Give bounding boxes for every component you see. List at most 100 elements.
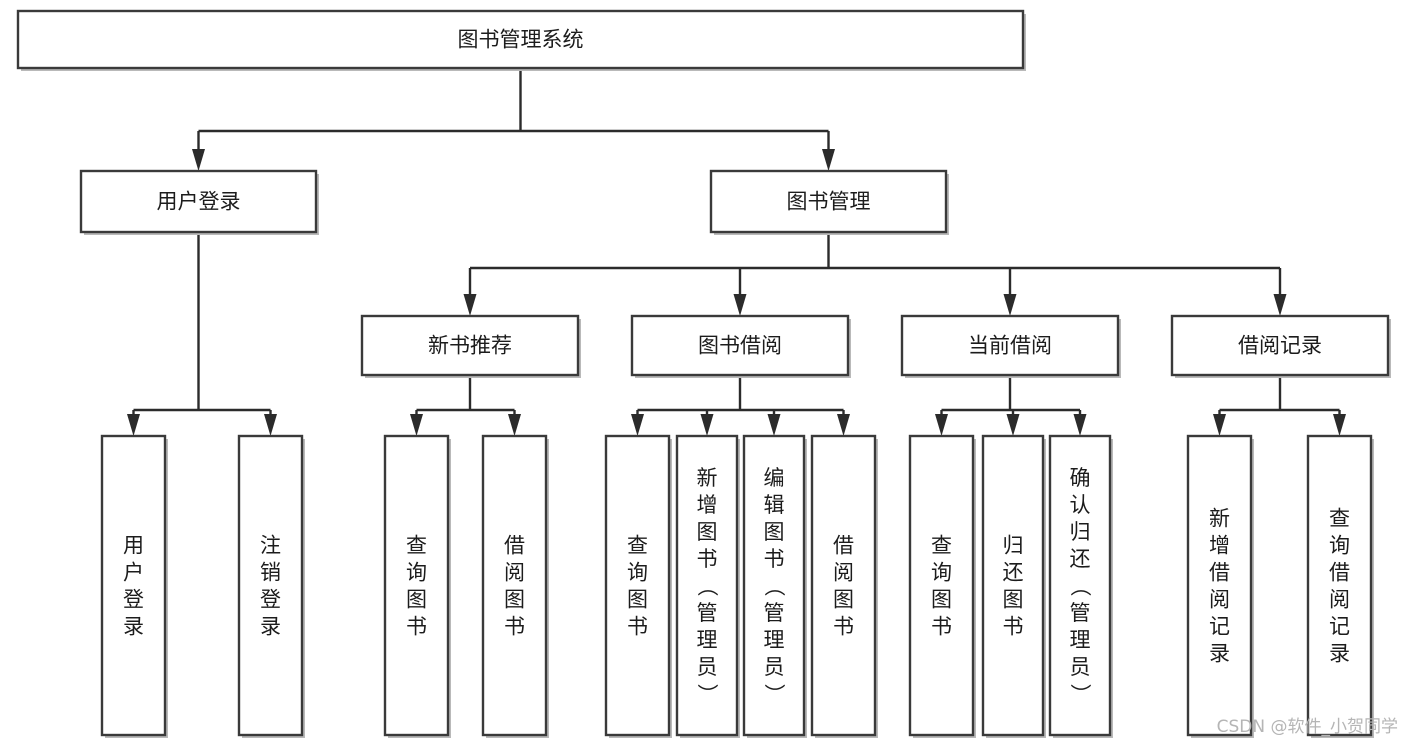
node-label-char: 查 <box>1329 507 1350 531</box>
node-label-char: 登 <box>260 588 281 612</box>
node-label-char: 员 <box>1070 655 1091 679</box>
arrow-head-icon <box>837 414 850 436</box>
node-label-char: 图 <box>1003 588 1024 612</box>
box-outline <box>1048 434 1112 737</box>
node-label-char: 管 <box>1070 601 1091 625</box>
node-label: 新书推荐 <box>428 334 512 358</box>
box-outline <box>1186 434 1253 737</box>
node-label-char: 理 <box>697 628 718 652</box>
box-outline <box>237 434 304 737</box>
node-label-char: 阅 <box>504 561 525 585</box>
box-outline <box>810 434 877 737</box>
arrow-head-icon <box>410 414 423 436</box>
node-label-char: 员 <box>697 655 718 679</box>
box-outline <box>481 434 548 737</box>
node-leaf-用户登录[interactable]: 用户登录 <box>100 434 168 738</box>
node-label-char: 借 <box>504 534 525 558</box>
node-label-char: （ <box>695 576 719 597</box>
node-label-char: 借 <box>1209 561 1230 585</box>
box-outline <box>900 314 1120 377</box>
node-label-char: 录 <box>1209 642 1230 666</box>
node-level3-借阅记录[interactable]: 借阅记录 <box>1170 314 1391 378</box>
node-label-char: 编 <box>764 466 785 490</box>
node-label-char: 图 <box>627 588 648 612</box>
node-label: 借阅记录 <box>1238 334 1322 358</box>
box-outline <box>742 434 806 737</box>
node-label-char: 注 <box>260 534 281 558</box>
node-level3-当前借阅[interactable]: 当前借阅 <box>900 314 1121 378</box>
node-label: 用户登录 <box>157 190 241 214</box>
node-level2-用户登录[interactable]: 用户登录 <box>79 169 319 235</box>
node-label-char: 新 <box>1209 507 1230 531</box>
connector-layer <box>127 68 1346 436</box>
node-label-char: 询 <box>1329 534 1350 558</box>
arrow-head-icon <box>1003 294 1017 316</box>
arrow-head-icon <box>127 414 140 436</box>
node-label-char: 员 <box>764 655 785 679</box>
node-layer: 图书管理系统用户登录图书管理新书推荐图书借阅当前借阅借阅记录用户登录注销登录查询… <box>16 9 1391 738</box>
node-level3-图书借阅[interactable]: 图书借阅 <box>630 314 851 378</box>
box-outline <box>630 314 850 377</box>
arrow-head-icon <box>463 294 477 316</box>
node-label-char: 录 <box>1329 642 1350 666</box>
node-label-char: 增 <box>1209 534 1230 558</box>
node-label-char: 借 <box>833 534 854 558</box>
arrow-head-icon <box>822 149 835 171</box>
node-label-char: 录 <box>260 615 281 639</box>
node-label-char: 图 <box>504 588 525 612</box>
arrow-head-icon <box>767 414 781 436</box>
arrow-head-icon <box>700 414 714 436</box>
arrow-head-icon <box>631 414 644 436</box>
node-label-char: 管 <box>697 601 718 625</box>
node-label-char: ） <box>762 684 786 705</box>
node-label-char: 书 <box>764 547 785 571</box>
node-level2-图书管理[interactable]: 图书管理 <box>709 169 949 235</box>
box-outline <box>100 434 167 737</box>
node-label-char: 阅 <box>1329 588 1350 612</box>
node-label-char: 图 <box>697 520 718 544</box>
arrow-head-icon <box>1006 414 1020 436</box>
box-outline <box>383 434 450 737</box>
node-label-char: 确 <box>1070 466 1091 490</box>
arrow-head-icon <box>1273 294 1287 316</box>
node-label-char: 认 <box>1070 493 1091 517</box>
node-label-char: 销 <box>260 561 281 585</box>
node-level3-新书推荐[interactable]: 新书推荐 <box>360 314 581 378</box>
node-root-图书管理系统[interactable]: 图书管理系统 <box>16 9 1026 71</box>
node-label-char: 询 <box>406 561 427 585</box>
node-label-char: 录 <box>123 615 144 639</box>
arrow-head-icon <box>1213 414 1226 436</box>
node-label-char: 理 <box>1070 628 1091 652</box>
node-label-char: ） <box>1068 684 1092 705</box>
node-label-char: 查 <box>931 534 952 558</box>
node-label: 当前借阅 <box>968 334 1052 358</box>
arrow-head-icon <box>1333 414 1346 436</box>
node-label-char: 归 <box>1003 534 1024 558</box>
node-label-char: 新 <box>697 466 718 490</box>
node-label-char: 登 <box>123 588 144 612</box>
node-label: 图书借阅 <box>698 334 782 358</box>
box-outline <box>709 169 948 234</box>
node-label-char: 询 <box>627 561 648 585</box>
node-label-char: （ <box>762 576 786 597</box>
node-label-char: 书 <box>697 547 718 571</box>
